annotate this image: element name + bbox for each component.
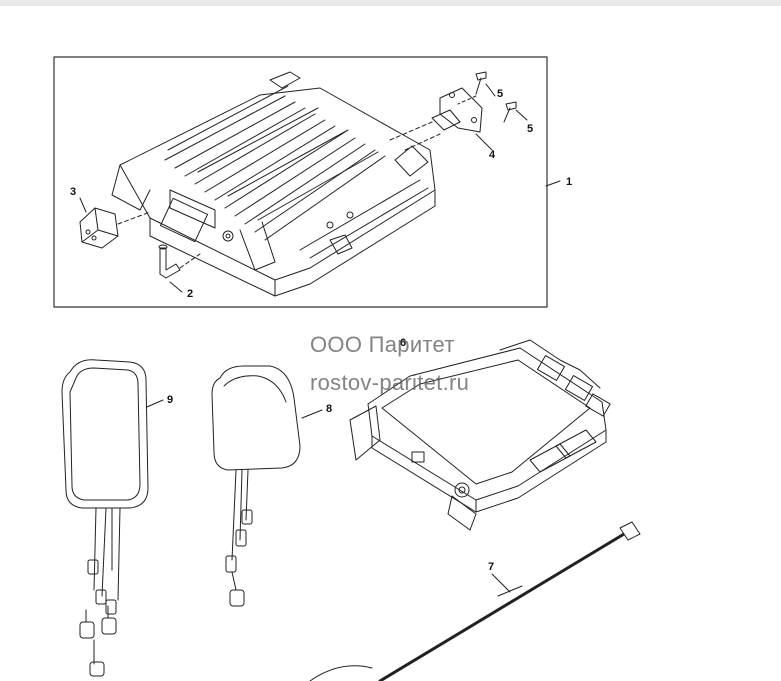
bracket-part-4 xyxy=(389,87,483,151)
callout-4: 4 xyxy=(489,149,496,161)
top-scroll-bar xyxy=(0,0,781,6)
watermark-company: ООО Паритет xyxy=(310,332,455,357)
watermark-site: rostov-paritet.ru xyxy=(310,370,470,395)
screw-part-5a xyxy=(457,71,487,105)
callout-5b: 5 xyxy=(527,123,533,135)
antenna-large-part-9 xyxy=(61,359,149,677)
antenna-cable-part-7 xyxy=(309,521,641,681)
plug-connector-part-3 xyxy=(79,207,151,249)
assembly-frame xyxy=(53,56,548,308)
callout-8: 8 xyxy=(326,403,332,415)
controller-unit-part-6 xyxy=(349,339,611,531)
callout-3: 3 xyxy=(70,186,76,198)
callout-5a: 5 xyxy=(497,88,503,100)
callout-1: 1 xyxy=(566,176,572,188)
antenna-small-part-8 xyxy=(211,365,301,607)
callout-2: 2 xyxy=(187,288,193,300)
controller-unit-part-1 xyxy=(111,71,436,297)
callout-9: 9 xyxy=(167,394,173,406)
callout-7: 7 xyxy=(488,561,494,573)
callout-6: 6 xyxy=(400,337,406,349)
elbow-connector-part-2 xyxy=(158,244,201,279)
screw-part-5b xyxy=(503,101,517,123)
